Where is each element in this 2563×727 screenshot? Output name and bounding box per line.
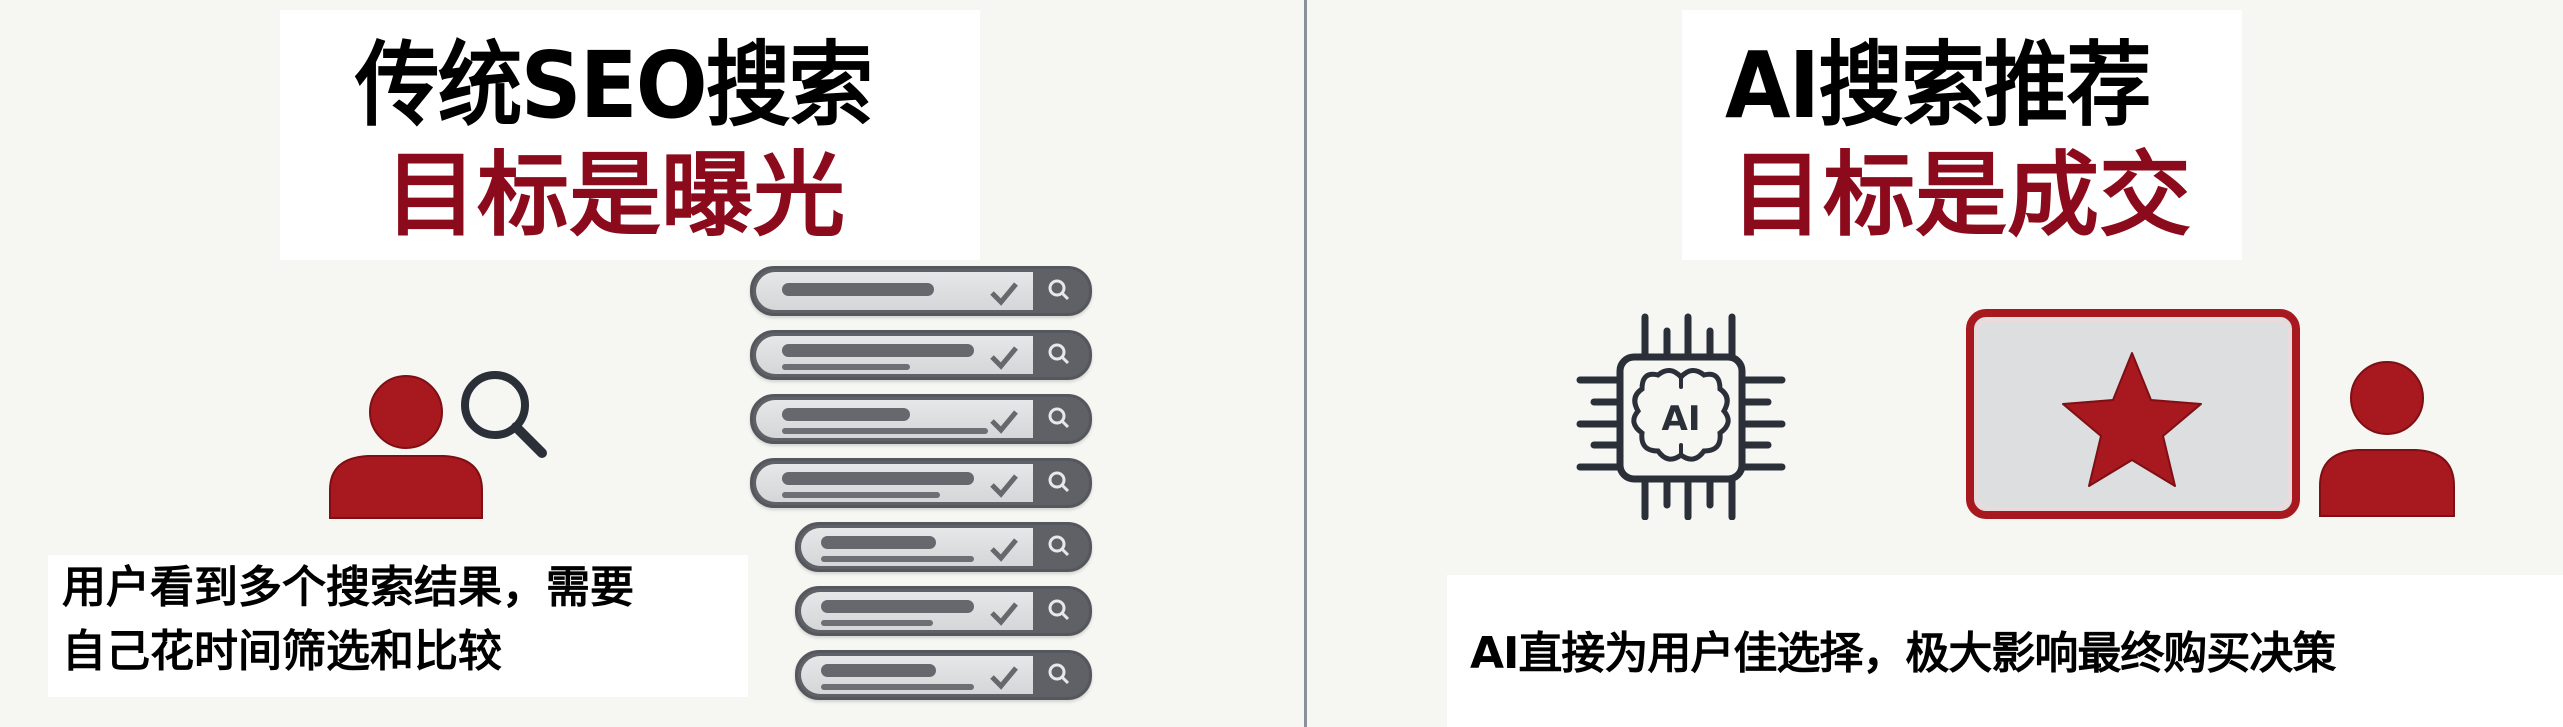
left-description-line-2: 自己花时间筛选和比较 (62, 626, 502, 677)
user-icon (2319, 361, 2455, 517)
check-icon (990, 410, 1018, 434)
search-result-bar[interactable] (750, 458, 1092, 508)
search-result-bar[interactable] (795, 522, 1092, 572)
search-icon (1048, 471, 1070, 493)
right-title: AI搜索推荐 (1725, 32, 2151, 139)
left-description-line-1: 用户看到多个搜索结果，需要 (62, 562, 634, 613)
left-title: 传统SEO搜索 (355, 32, 873, 139)
search-result-bar[interactable] (795, 650, 1092, 700)
check-icon (990, 666, 1018, 690)
search-result-bar[interactable] (750, 330, 1092, 380)
search-icon (1048, 343, 1070, 365)
title-backdrop (280, 10, 980, 260)
right-panel-ai-recommendation: AI搜索推荐 目标是成交 AI (1307, 0, 2563, 727)
search-icon (1048, 279, 1070, 301)
star-recommendation-card (1966, 309, 2300, 519)
check-icon (990, 346, 1018, 370)
left-subtitle: 目标是曝光 (385, 142, 846, 249)
chip-label: AI (1662, 399, 1701, 439)
check-icon (990, 282, 1018, 306)
search-icon (1048, 599, 1070, 621)
search-result-bar[interactable] (750, 394, 1092, 444)
right-subtitle: 目标是成交 (1731, 142, 2192, 249)
title-backdrop (1682, 10, 2242, 260)
left-panel-traditional-seo: 传统SEO搜索 目标是曝光 (48, 10, 1092, 700)
search-icon (1048, 407, 1070, 429)
check-icon (990, 538, 1018, 562)
check-icon (990, 602, 1018, 626)
ai-chip-brain-icon: AI (1576, 313, 1786, 520)
search-results-stack (750, 266, 1092, 700)
search-result-bar[interactable] (750, 266, 1092, 316)
description-backdrop (1447, 575, 2563, 727)
user-search-icon (329, 371, 547, 519)
search-icon (1048, 535, 1070, 557)
check-icon (990, 474, 1018, 498)
description-backdrop (48, 555, 748, 697)
right-description: AI直接为用户佳选择，极大影响最终购买决策 (1470, 628, 2336, 679)
search-icon (1048, 663, 1070, 685)
panel-divider (1304, 0, 1307, 727)
search-result-bar[interactable] (795, 586, 1092, 636)
